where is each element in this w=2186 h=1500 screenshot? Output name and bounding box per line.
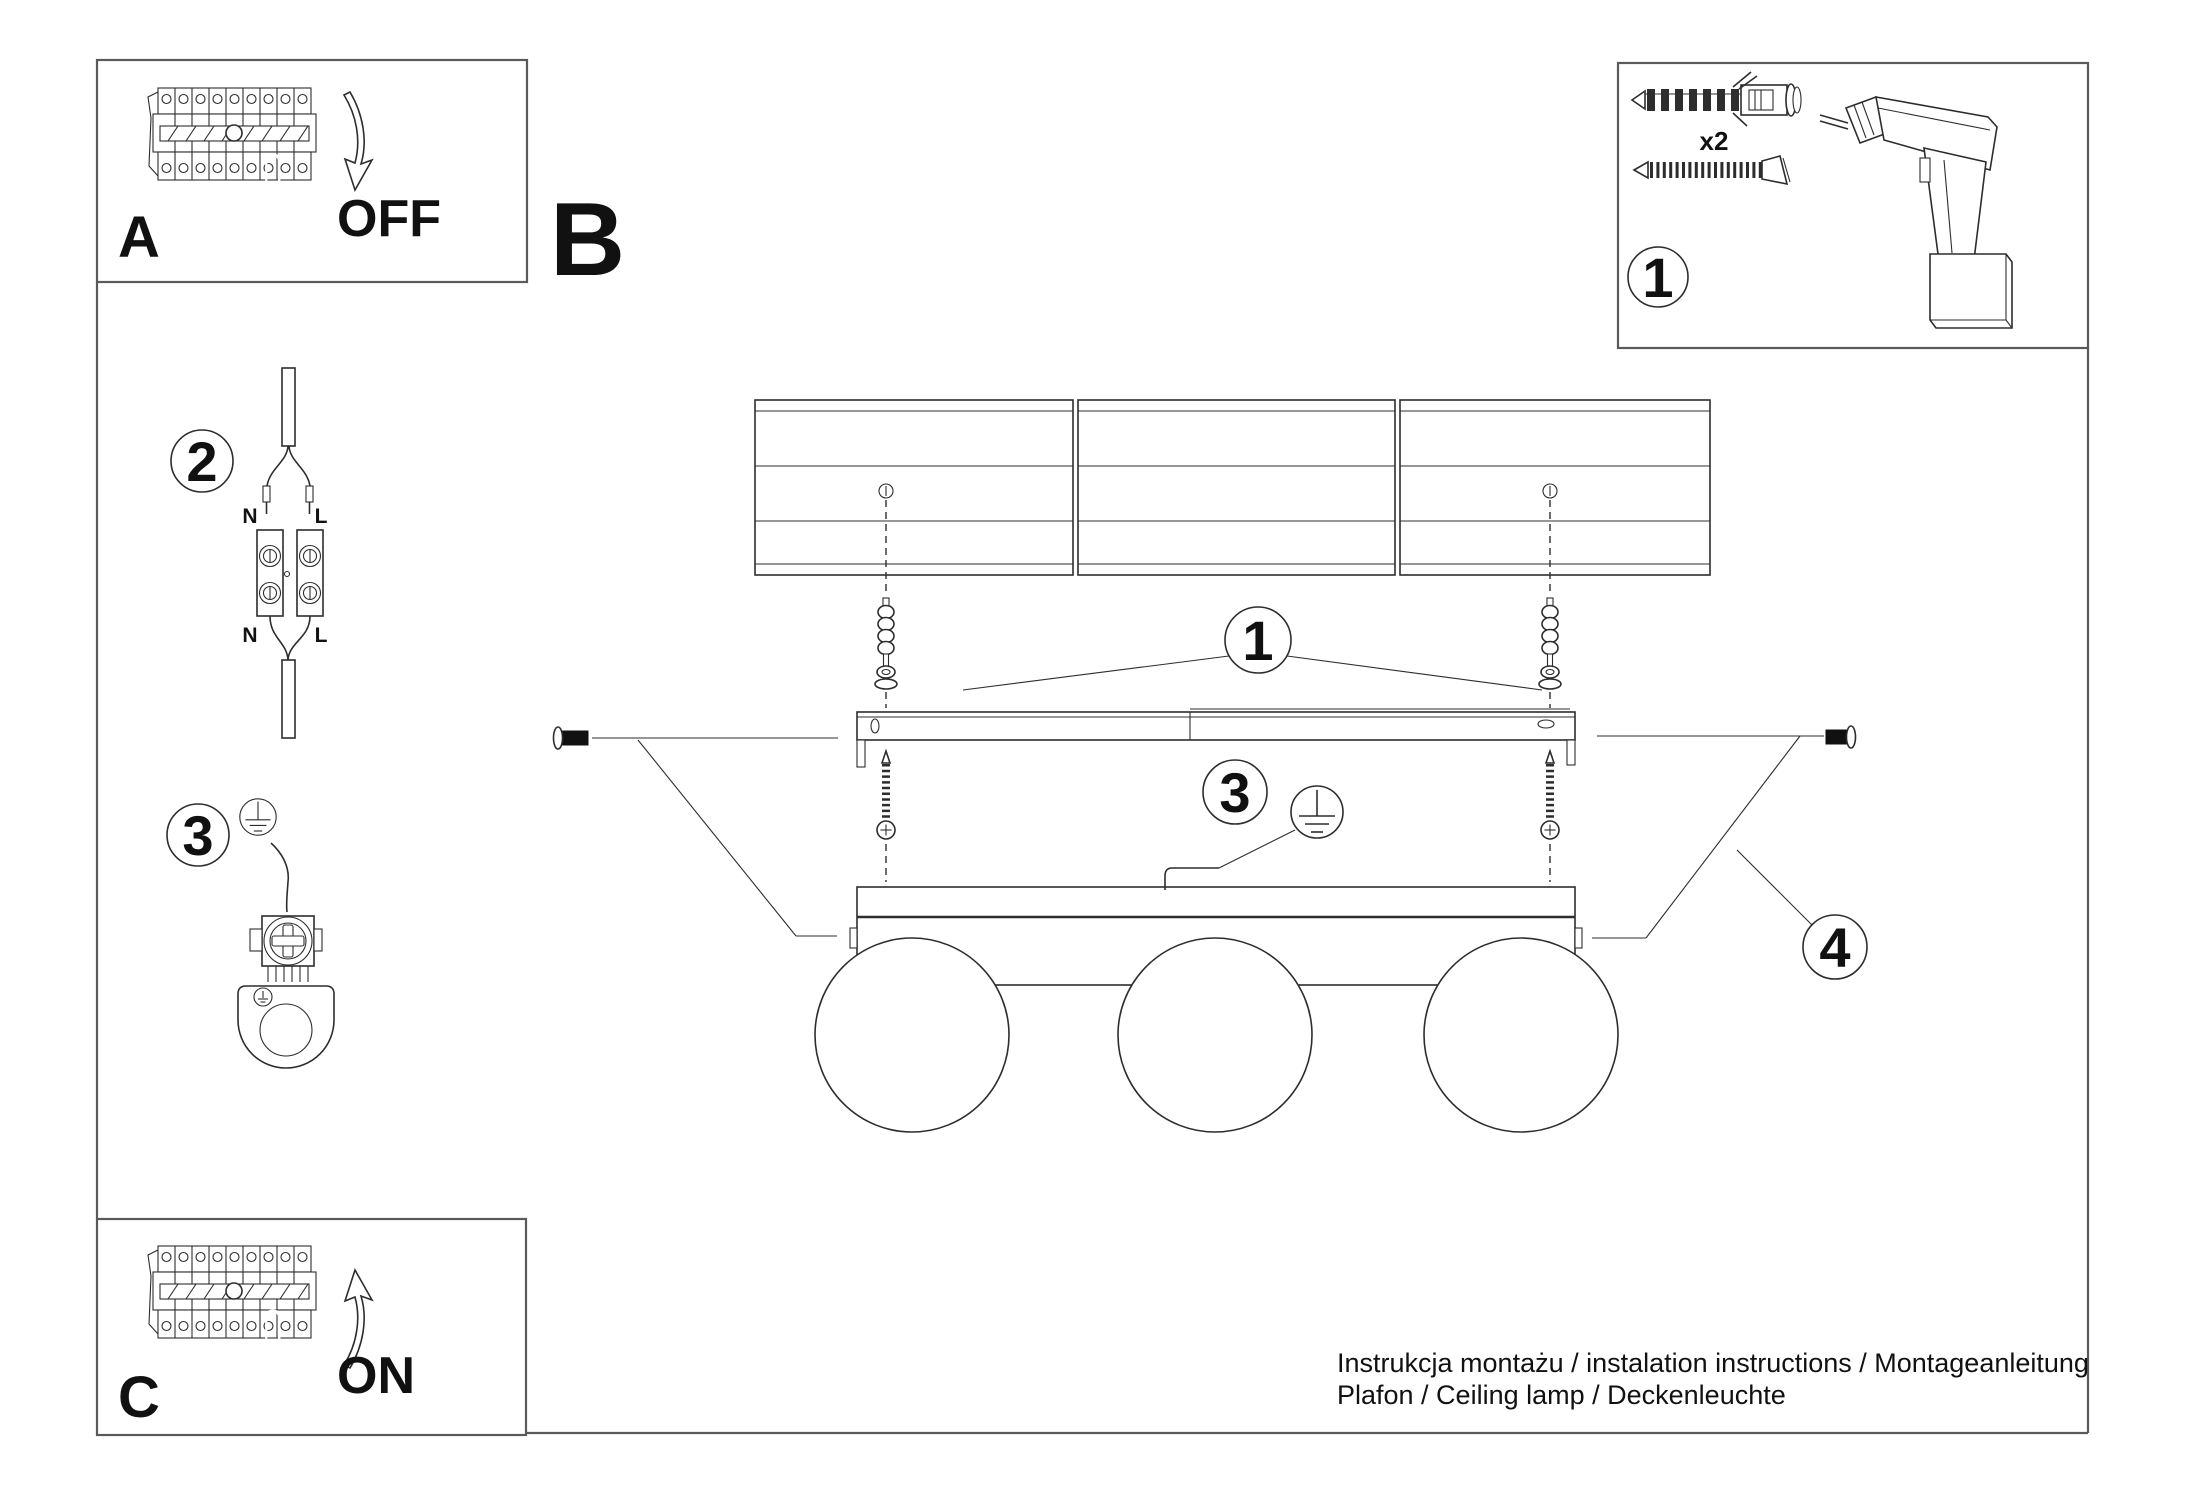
step-1-badge [1627,246,1689,308]
ceiling-panel-middle [1077,399,1396,576]
parts-panel-border [1616,61,2090,350]
mounting-screw-icon [1632,155,1791,186]
power-off-label: OFF [337,190,441,248]
panel-c-label: C [118,1365,160,1430]
panel-a-power-off: ☝ A OFF [118,87,441,298]
drill-icon [1819,95,2013,329]
ground-hook-wire [1164,867,1219,890]
step-2-badge [170,429,234,493]
panel-a-border [95,58,529,284]
globe-left [814,937,1010,1133]
step-wiring: 2 N L N L [170,367,328,739]
section-b-label: B [550,182,625,298]
power-on-label: ON [337,1347,415,1405]
hand-pointing-icon: ☝ [205,1280,296,1454]
side-bolt-left [552,726,838,937]
supply-cable-icon [262,367,314,514]
wire-label-n-top: N [242,505,257,528]
globe-right [1423,937,1619,1133]
ceiling-panels [754,399,1711,576]
ground-wire-icon [270,842,290,913]
footer-line-2: Plafon / Ceiling lamp / Deckenleuchte [1337,1380,1786,1410]
hand-pointing-icon: ☝ [205,124,296,298]
side-bolt-right [1592,725,1857,939]
callout-ground: 3 [1164,759,1344,890]
footer: Instrukcja montażu / instalation instruc… [1337,1348,2089,1410]
ground-terminal-icon [249,915,323,982]
callout-1-number: 1 [1242,609,1273,672]
panel-c-power-on: ☝ C ON [118,1245,415,1454]
ceiling-panel-left [754,399,1074,576]
step-3-number: 3 [182,804,213,867]
arrow-down-icon [342,90,374,192]
step-1-number: 1 [1642,246,1673,309]
step-ground-side: 3 [166,798,335,1069]
mounting-bracket [856,708,1576,768]
callout-anchors: 1 [962,606,1543,691]
callout-side-screw: 4 [1736,849,1868,980]
step-3-badge [166,803,230,867]
wire-label-l-bottom: L [315,624,328,647]
wire-label-n-bottom: N [242,624,257,647]
panel-a-label: A [118,205,160,270]
arrow-up-icon [342,1268,374,1370]
ceiling-panel-right [1399,399,1711,576]
parts-panel: x2 1 [1627,72,2013,329]
alignment-lines [885,500,1551,882]
step-2-number: 2 [186,430,217,493]
sheet-frame [95,58,2090,1437]
footer-line-1: Instrukcja montażu / instalation instruc… [1337,1348,2089,1378]
mounting-bracket-end-icon [237,985,335,1069]
globe-middle [1117,937,1313,1133]
wire-label-l-top: L [315,505,328,528]
bracket-slot-right [1537,719,1555,729]
panel-c-border [95,1217,528,1437]
main-diagram: 1 3 [552,399,1868,1133]
terminal-block-icon [256,529,324,617]
anchor-quantity-label: x2 [1700,126,1729,156]
callout-3-number: 3 [1219,761,1250,824]
bracket-slot-left [870,718,880,734]
callout-4-number: 4 [1819,916,1850,979]
lamp-cable-icon [269,615,311,739]
lamp-globes [814,937,1619,1133]
